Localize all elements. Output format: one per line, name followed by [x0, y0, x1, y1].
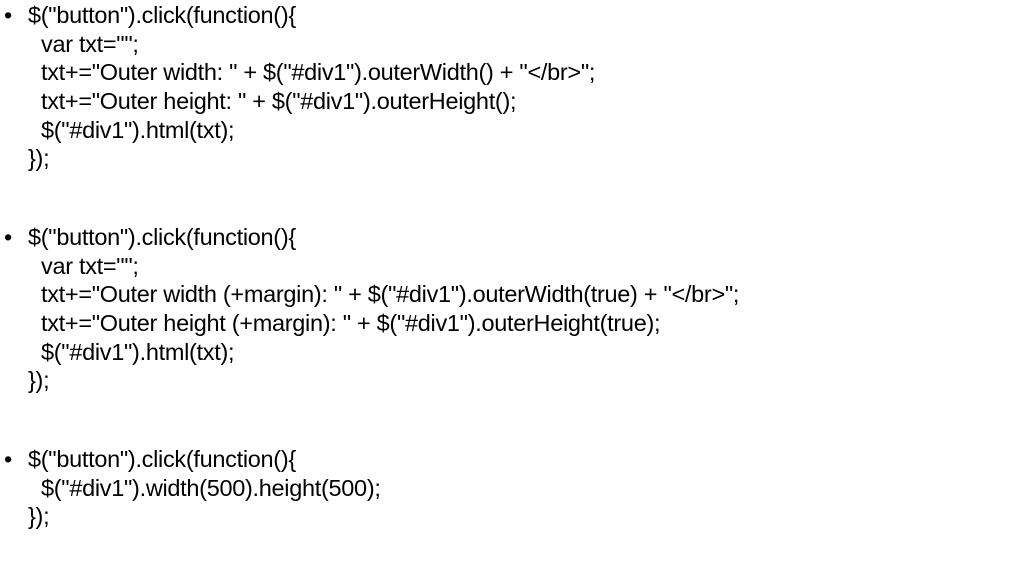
code-line: $("#div1").width(500).height(500);	[4, 474, 1014, 503]
code-line: });	[4, 366, 1014, 395]
code-line: txt+="Outer width (+margin): " + $("#div…	[4, 280, 1014, 309]
code-line-text: $("button").click(function(){	[28, 224, 296, 250]
code-line: $("#div1").html(txt);	[4, 116, 1014, 145]
code-bullet-outer-size-margin: • $("button").click(function(){ var txt=…	[4, 223, 1014, 395]
bullet-icon: •	[4, 2, 12, 28]
code-line-text: txt+="Outer height: " + $("#div1").outer…	[41, 88, 517, 115]
code-line-text: txt+="Outer height (+margin): " + $("#di…	[41, 310, 661, 337]
code-line-text: });	[28, 145, 50, 172]
code-line: • $("button").click(function(){	[4, 223, 1014, 252]
code-line-text: $("button").click(function(){	[28, 2, 296, 28]
bullet-icon: •	[4, 446, 12, 472]
code-line-text: $("#div1").html(txt);	[41, 116, 235, 143]
code-line-text: $("#div1").width(500).height(500);	[41, 474, 381, 501]
code-line-text: txt+="Outer width (+margin): " + $("#div…	[41, 281, 740, 308]
code-line: • $("button").click(function(){	[4, 445, 1014, 474]
code-line: $("#div1").html(txt);	[4, 338, 1014, 367]
code-line: txt+="Outer height (+margin): " + $("#di…	[4, 309, 1014, 338]
code-line-text: txt+="Outer width: " + $("#div1").outerW…	[41, 59, 596, 86]
code-line-text: $("#div1").html(txt);	[41, 338, 235, 365]
code-line: var txt="";	[4, 30, 1014, 59]
code-line: txt+="Outer width: " + $("#div1").outerW…	[4, 58, 1014, 87]
code-bullet-set-size: • $("button").click(function(){ $("#div1…	[4, 445, 1014, 531]
code-bullet-outer-size: • $("button").click(function(){ var txt=…	[4, 1, 1014, 173]
code-line-text: $("button").click(function(){	[28, 446, 296, 472]
code-line-text: });	[28, 503, 50, 530]
code-line: });	[4, 502, 1014, 531]
bullet-icon: •	[4, 224, 12, 250]
code-line: var txt="";	[4, 252, 1014, 281]
code-line-text: });	[28, 367, 50, 394]
code-line: • $("button").click(function(){	[4, 1, 1014, 30]
code-line-text: var txt="";	[41, 252, 139, 279]
code-line: });	[4, 144, 1014, 173]
slide: • $("button").click(function(){ var txt=…	[4, 1, 1014, 531]
code-line: txt+="Outer height: " + $("#div1").outer…	[4, 87, 1014, 116]
code-line-text: var txt="";	[41, 30, 139, 57]
